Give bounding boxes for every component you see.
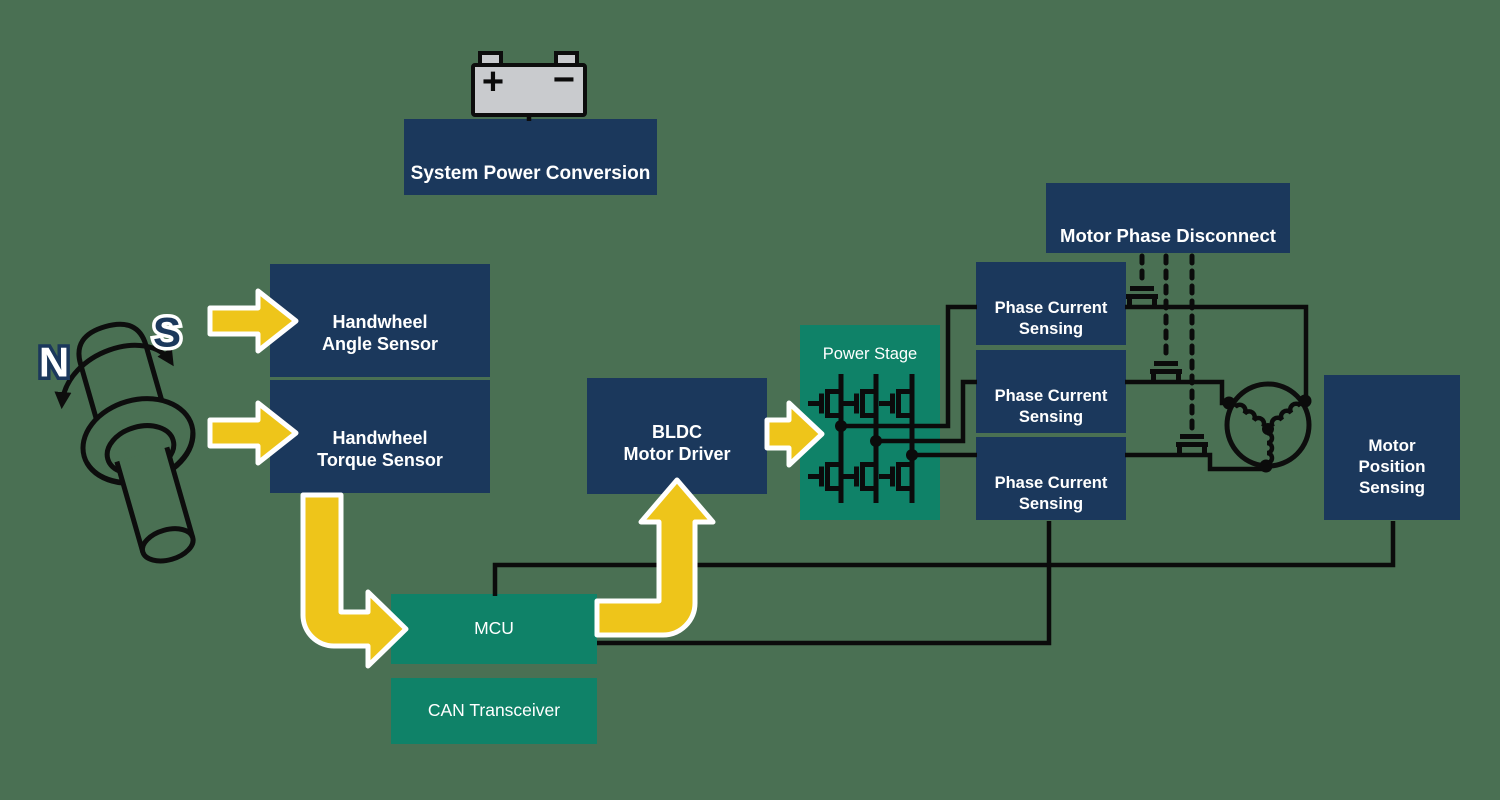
- block-label: Motor Phase Disconnect: [1060, 224, 1276, 246]
- shaft-lower-body: [116, 447, 193, 552]
- shaft-ring-rim: [84, 432, 196, 486]
- block-phase-current-sensing-2: Phase Current Sensing: [976, 350, 1126, 433]
- motor-icon: [1222, 381, 1312, 473]
- block-label: Phase Current: [994, 299, 1108, 318]
- shaft-ring-outer: [80, 396, 196, 486]
- block-phase-current-sensing-1: Phase Current Sensing: [976, 262, 1126, 345]
- block-motor-position-sensing: Motor Position Sensing: [1324, 375, 1460, 520]
- motor-terminal-dot: [1259, 459, 1273, 473]
- block-label: Power Stage: [822, 345, 918, 363]
- block-handwheel-angle-sensor: Handwheel Angle Sensor: [270, 264, 490, 377]
- motor-terminal-dot: [1222, 396, 1236, 410]
- disconnect-mosfet-icon-3: [1176, 434, 1208, 456]
- block-motor-phase-disconnect: Motor Phase Disconnect: [1046, 183, 1290, 253]
- block-mcu: MCU: [391, 594, 597, 664]
- battery-terminal-negative: [554, 51, 579, 69]
- block-label: Phase Current: [994, 474, 1108, 493]
- battery-minus-symbol: −: [553, 59, 575, 101]
- wire-current-feedback: [597, 521, 1052, 646]
- block-label: Motor Driver: [623, 444, 731, 464]
- shaft-ring-hole: [104, 423, 177, 477]
- shaft-upper-cylinder: [76, 321, 170, 440]
- magnet-south-label: S: [153, 309, 181, 356]
- steering-shaft-icon: N S: [35, 305, 196, 564]
- shaft-lower-sides: [114, 446, 196, 553]
- wire-phase-b-out: [1125, 379, 1228, 406]
- wire-phase-a-out: [1125, 304, 1309, 400]
- block-bldc-motor-driver: BLDC Motor Driver: [587, 378, 767, 494]
- winding-center-node: [1262, 423, 1274, 435]
- gate-dashed-lines: [1139, 253, 1195, 436]
- block-label: Sensing: [1018, 494, 1084, 513]
- battery-plus-symbol: +: [482, 61, 504, 103]
- motor-terminal-dot: [1298, 394, 1312, 408]
- block-label: Position: [1358, 457, 1426, 477]
- wire-phase-c-out: [1125, 452, 1269, 472]
- battery-icon: + −: [471, 51, 587, 117]
- block-phase-current-sensing-3: Phase Current Sensing: [976, 437, 1126, 520]
- block-system-power-conversion: System Power Conversion: [404, 119, 657, 195]
- rotation-arrow-icon: [54, 342, 174, 410]
- block-label: Angle Sensor: [321, 333, 439, 354]
- winding-left: [1233, 402, 1267, 429]
- block-label: Phase Current: [994, 387, 1108, 406]
- block-label: Sensing: [1018, 319, 1084, 338]
- block-handwheel-torque-sensor: Handwheel Torque Sensor: [270, 380, 490, 493]
- block-label: Motor: [1368, 436, 1416, 456]
- disconnect-mosfet-icons: [1126, 286, 1208, 456]
- wire-position-feedback: [492, 521, 1396, 596]
- disconnect-mosfet-icon-2: [1150, 361, 1182, 383]
- block-label: Handwheel: [332, 311, 428, 332]
- block-can-transceiver: CAN Transceiver: [391, 678, 597, 744]
- magnet-north-label: N: [39, 339, 69, 386]
- battery-terminal-positive: [478, 51, 503, 69]
- block-label: Handwheel: [332, 427, 428, 448]
- block-label: BLDC: [652, 422, 702, 443]
- winding-bottom: [1266, 430, 1275, 466]
- block-power-stage: Power Stage: [800, 325, 940, 520]
- shaft-bottom-cap: [139, 526, 196, 564]
- motor-circle: [1224, 381, 1312, 469]
- block-label: MCU: [474, 618, 514, 639]
- block-label: CAN Transceiver: [427, 700, 561, 721]
- block-label: Sensing: [1018, 407, 1084, 426]
- arrow-mcu-to-bldc-driver: [594, 477, 716, 638]
- block-label: Sensing: [1358, 477, 1426, 497]
- block-label: System Power Conversion: [410, 163, 651, 185]
- block-label: Torque Sensor: [317, 449, 443, 470]
- disconnect-mosfet-icon-1: [1126, 286, 1158, 308]
- winding-right: [1269, 401, 1303, 429]
- battery-body: [471, 63, 587, 117]
